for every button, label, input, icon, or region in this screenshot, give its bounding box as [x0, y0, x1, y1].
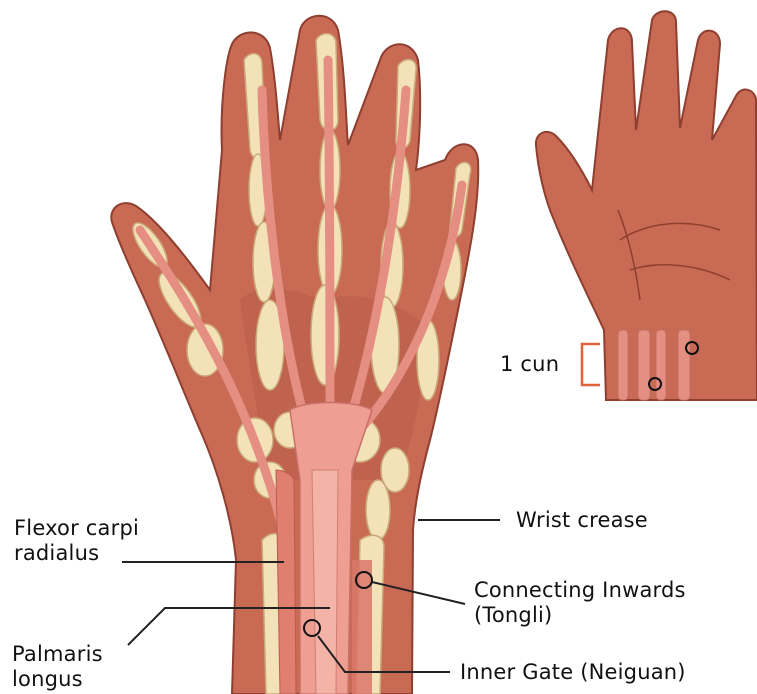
cun-label: 1 cun — [500, 352, 559, 377]
palm-hand — [536, 11, 757, 400]
neiguan-label: Inner Gate (Neiguan) — [460, 660, 686, 685]
cun-bracket — [582, 344, 600, 385]
palmaris-tendon — [312, 470, 338, 694]
flexor-carpi-tendon — [276, 470, 296, 694]
wrist-crease-label: Wrist crease — [516, 508, 648, 533]
side-muscle — [352, 560, 372, 694]
tongli-label: Connecting Inwards (Tongli) — [474, 578, 686, 628]
flexor-carpi-label: Flexor carpi radialus — [14, 516, 139, 566]
palmaris-longus-label: Palmaris longus — [12, 642, 103, 692]
anatomical-hand — [111, 16, 478, 694]
